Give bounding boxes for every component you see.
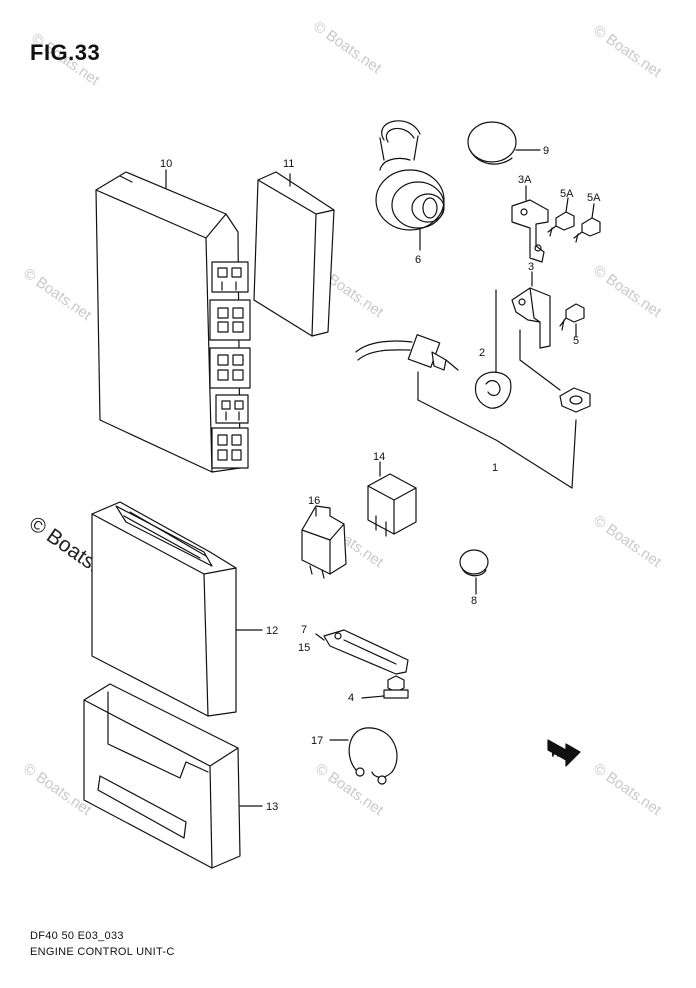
label-15: 15: [298, 642, 310, 654]
fwd-label: FWD: [552, 751, 568, 758]
diagram-name: ENGINE CONTROL UNIT-C: [30, 946, 175, 958]
connector-c: [209, 347, 251, 389]
part-6-knob: [375, 120, 445, 251]
label-7: 7: [301, 624, 307, 636]
part-5-bolt: [559, 303, 585, 337]
connector-d: [215, 394, 249, 424]
part-16-relay: [301, 505, 347, 579]
label-4: 4: [348, 692, 354, 704]
part-17-clip: [329, 727, 398, 785]
nut: [519, 329, 591, 413]
part-14-relay: [367, 461, 417, 537]
label-5: 5: [573, 335, 579, 347]
label-14: 14: [373, 451, 385, 463]
part-labels: 10 11 6 9 3A 5A 5A 3 5 2 1 14 16 8 12 7 …: [160, 145, 601, 813]
label-16: 16: [308, 495, 320, 507]
label-1: 1: [492, 462, 498, 474]
part-9-cap: [467, 121, 541, 165]
part-13-cover: [83, 683, 263, 869]
part-8-grommet: [459, 549, 489, 595]
part-11-pad: [253, 171, 335, 337]
part-3-bracket: [511, 271, 551, 349]
figure-title: FIG.33: [30, 40, 101, 65]
connector-b: [209, 299, 251, 341]
part-12-ecu: [91, 501, 263, 717]
part-3a-bracket: [511, 185, 549, 263]
label-12: 12: [266, 625, 278, 637]
connector-e: [211, 427, 249, 469]
part-7-15-strap: [315, 629, 409, 675]
label-8: 8: [471, 595, 477, 607]
label-2: 2: [479, 347, 485, 359]
label-11: 11: [283, 158, 294, 170]
label-6: 6: [415, 254, 421, 266]
label-5a-2: 5A: [587, 192, 601, 204]
part-4-bolt: [361, 675, 409, 699]
part-10-control-box: [95, 169, 251, 473]
label-5a-1: 5A: [560, 188, 574, 200]
fwd-arrow-icon: FWD: [547, 739, 581, 767]
connector-a: [211, 261, 249, 293]
label-3: 3: [528, 261, 534, 273]
label-17: 17: [311, 735, 323, 747]
label-13: 13: [266, 801, 278, 813]
label-9: 9: [543, 145, 549, 157]
label-3a: 3A: [518, 174, 532, 186]
label-10: 10: [160, 158, 172, 170]
part-5a-bolt-1: [547, 197, 575, 237]
part-1-sensor: [355, 334, 577, 489]
part-5a-bolt-2: [573, 203, 601, 243]
diagram-code: DF40 50 E03_033: [30, 930, 124, 942]
part-2-clamp: [474, 289, 512, 409]
